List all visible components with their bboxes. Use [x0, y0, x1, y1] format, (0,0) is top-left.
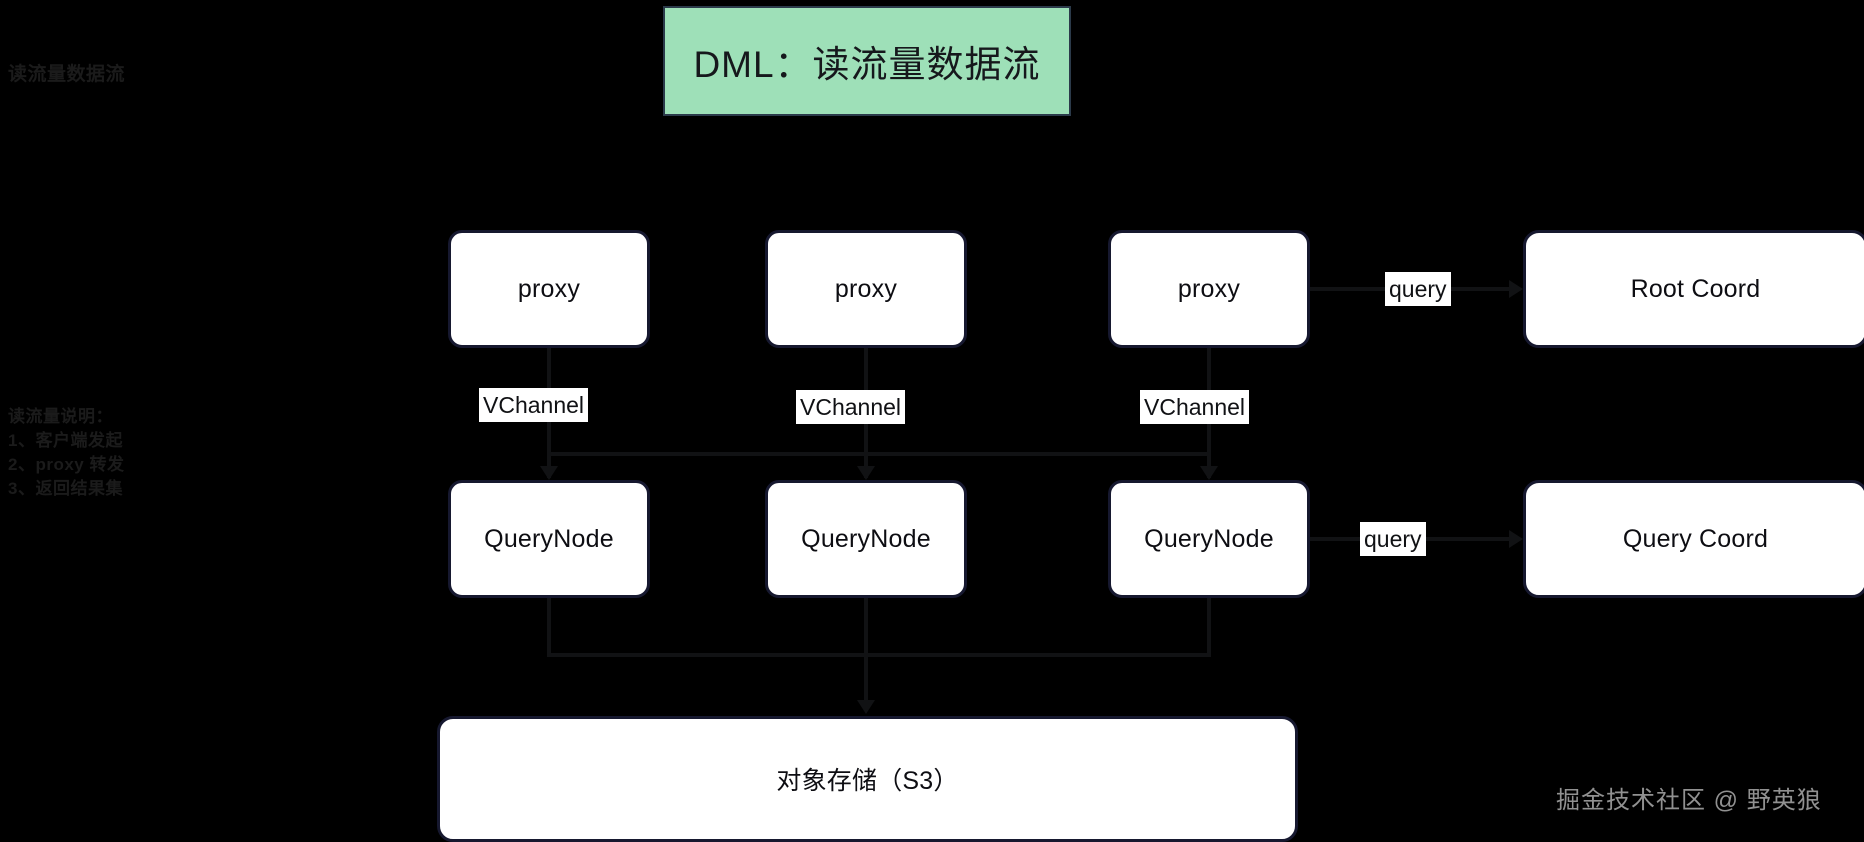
node-querynode-1[interactable]: QueryNode: [448, 480, 650, 598]
node-root-coord[interactable]: Root Coord: [1523, 230, 1864, 348]
node-querynode-2[interactable]: QueryNode: [765, 480, 967, 598]
diagram-title: DML：读流量数据流: [663, 6, 1071, 116]
node-querynode-3[interactable]: QueryNode: [1108, 480, 1310, 598]
edge-vchannel-bus-riser: [864, 430, 868, 454]
edge-label-vchannel-2: VChannel: [796, 390, 906, 424]
edge-storage-bus: [547, 653, 1211, 657]
arrow-vchannel-to-querynode-3: [1200, 466, 1218, 480]
node-object-storage[interactable]: 对象存储（S3）: [437, 716, 1298, 842]
arrow-proxy-to-root-coord: [1509, 280, 1523, 298]
edge-label-query-coord: query: [1360, 522, 1426, 556]
edge-label-vchannel-3: VChannel: [1140, 390, 1250, 424]
edge-querynode3-to-storage: [1207, 598, 1211, 656]
arrow-vchannel-to-querynode-1: [540, 466, 558, 480]
arrow-vchannel-to-querynode-2: [857, 466, 875, 480]
node-proxy-2[interactable]: proxy: [765, 230, 967, 348]
edge-storage-bus-drop: [864, 653, 868, 705]
edge-querynode2-to-storage: [864, 598, 868, 656]
watermark: 掘金技术社区 @ 野英狼: [1556, 787, 1822, 814]
edge-vchannel-bus: [547, 452, 1209, 456]
node-proxy-3[interactable]: proxy: [1108, 230, 1310, 348]
edge-querynode1-to-storage: [547, 598, 551, 656]
ghost-text-mid-left: 读流量说明： 1、客户端发起 2、proxy 转发 3、返回结果集: [8, 407, 125, 498]
arrow-querynode-to-query-coord: [1509, 530, 1523, 548]
ghost-text-top-left: 读流量数据流: [8, 64, 126, 85]
node-query-coord[interactable]: Query Coord: [1523, 480, 1864, 598]
edge-label-vchannel-1: VChannel: [479, 388, 589, 422]
edge-label-query-root: query: [1385, 272, 1451, 306]
node-proxy-1[interactable]: proxy: [448, 230, 650, 348]
arrow-to-object-storage: [857, 700, 875, 714]
